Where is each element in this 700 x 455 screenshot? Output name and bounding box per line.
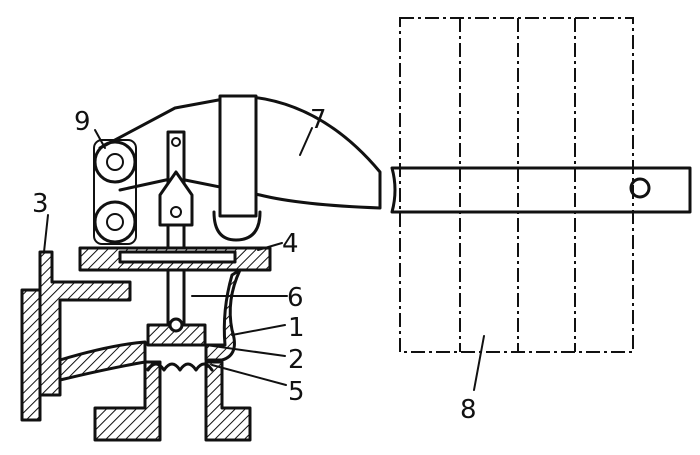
label-cover-plate: 4	[282, 229, 299, 259]
label-inlet-flange: 3	[32, 189, 49, 219]
cover-plate	[78, 246, 272, 272]
label-pivot: 9	[74, 107, 91, 137]
label-lever: 7	[310, 105, 327, 135]
pivot-rollers	[93, 139, 137, 245]
counterweight	[399, 17, 634, 353]
lever-arm	[98, 94, 692, 214]
valve-seat	[146, 362, 214, 372]
valve-disc	[146, 317, 207, 347]
leader-lines	[43, 127, 485, 391]
valve-body	[20, 250, 252, 442]
stem	[158, 130, 194, 332]
label-valve-body: 1	[288, 313, 305, 343]
guide-post	[212, 94, 262, 242]
label-weight: 8	[460, 395, 477, 425]
label-seat: 5	[288, 377, 305, 407]
label-stem: 6	[287, 283, 304, 313]
label-disc: 2	[288, 345, 305, 375]
